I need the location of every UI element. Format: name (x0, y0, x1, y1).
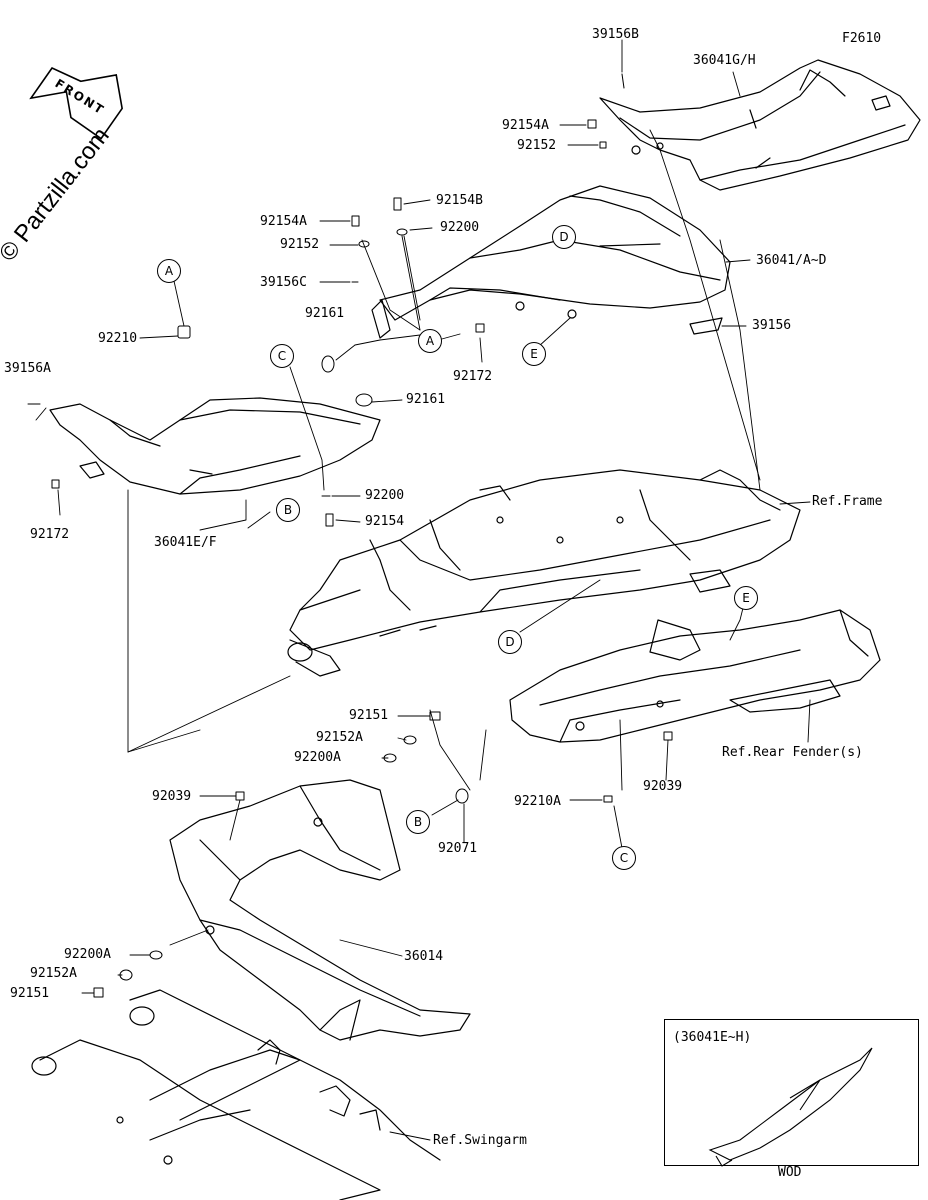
part-92039-left[interactable]: 92039 (152, 789, 192, 804)
part-92200a-b[interactable]: 92200A (64, 947, 111, 962)
callout-c-low: C (612, 846, 636, 870)
part-92152a-b[interactable]: 92152A (30, 966, 77, 981)
part-92151-a[interactable]: 92151 (349, 708, 389, 723)
part-92200a-a[interactable]: 92200A (294, 750, 341, 765)
callout-e-top: E (522, 342, 546, 366)
part-92154a-left[interactable]: 92154A (260, 214, 307, 229)
part-92200-top[interactable]: 92200 (440, 220, 480, 235)
part-92161-b[interactable]: 92161 (406, 392, 446, 407)
frame-drawing (287, 469, 801, 677)
part-92172-mid[interactable]: 92172 (453, 369, 493, 384)
callout-d-mid: D (498, 630, 522, 654)
part-39156c[interactable]: 39156C (260, 275, 307, 290)
part-92210a[interactable]: 92210A (514, 794, 561, 809)
inset-box: (36041E~H) (664, 1019, 919, 1166)
figure-id: F2610 (842, 31, 882, 46)
chain-cover-36014-drawing (169, 779, 471, 1041)
part-39156b[interactable]: 39156B (592, 27, 639, 42)
inset-title: (36041E~H) (673, 1030, 752, 1045)
part-92154b[interactable]: 92154B (436, 193, 483, 208)
callout-d-top: D (552, 225, 576, 249)
part-92210[interactable]: 92210 (98, 331, 138, 346)
part-92152a-a[interactable]: 92152A (316, 730, 363, 745)
part-92161-a[interactable]: 92161 (305, 306, 345, 321)
callout-b-left: B (276, 498, 300, 522)
rear-fender-drawing (509, 609, 881, 743)
part-92200-mid[interactable]: 92200 (365, 488, 405, 503)
part-92172-left[interactable]: 92172 (30, 527, 70, 542)
inset-caption: WOD (778, 1165, 802, 1180)
front-arrow-icon (29, 67, 123, 140)
part-92154[interactable]: 92154 (365, 514, 405, 529)
seat-cover-36041gh-drawing (599, 59, 921, 191)
leader-lines (35, 39, 811, 1141)
sticker-39156-drawing (689, 317, 723, 335)
part-92039-right[interactable]: 92039 (643, 779, 683, 794)
callout-c-left: C (270, 344, 294, 368)
part-39156a[interactable]: 39156A (4, 361, 51, 376)
ref-swingarm-label[interactable]: Ref.Swingarm (433, 1133, 527, 1148)
part-39156[interactable]: 39156 (752, 318, 792, 333)
ref-frame-label[interactable]: Ref.Frame (812, 494, 883, 509)
callout-a-left: A (157, 259, 181, 283)
ref-rear-fender-label[interactable]: Ref.Rear Fender(s) (722, 745, 863, 760)
callout-e-mid: E (734, 586, 758, 610)
part-92152-left[interactable]: 92152 (280, 237, 320, 252)
fasteners-drawing (27, 73, 673, 998)
part-92154a-top[interactable]: 92154A (502, 118, 549, 133)
part-92151-b[interactable]: 92151 (10, 986, 50, 1001)
side-cover-36041ef-drawing (49, 397, 381, 495)
part-36041gh[interactable]: 36041G/H (693, 53, 756, 68)
part-36041ad[interactable]: 36041/A~D (756, 253, 827, 268)
part-92152-top[interactable]: 92152 (517, 138, 557, 153)
part-92071[interactable]: 92071 (438, 841, 478, 856)
part-36014[interactable]: 36014 (404, 949, 444, 964)
seat-cover-36041ad-drawing (371, 185, 731, 339)
callout-a-mid: A (418, 329, 442, 353)
callout-b-low: B (406, 810, 430, 834)
part-36041ef[interactable]: 36041E/F (154, 535, 217, 550)
inset-part-drawing (708, 1047, 873, 1167)
swingarm-drawing (31, 989, 441, 1200)
